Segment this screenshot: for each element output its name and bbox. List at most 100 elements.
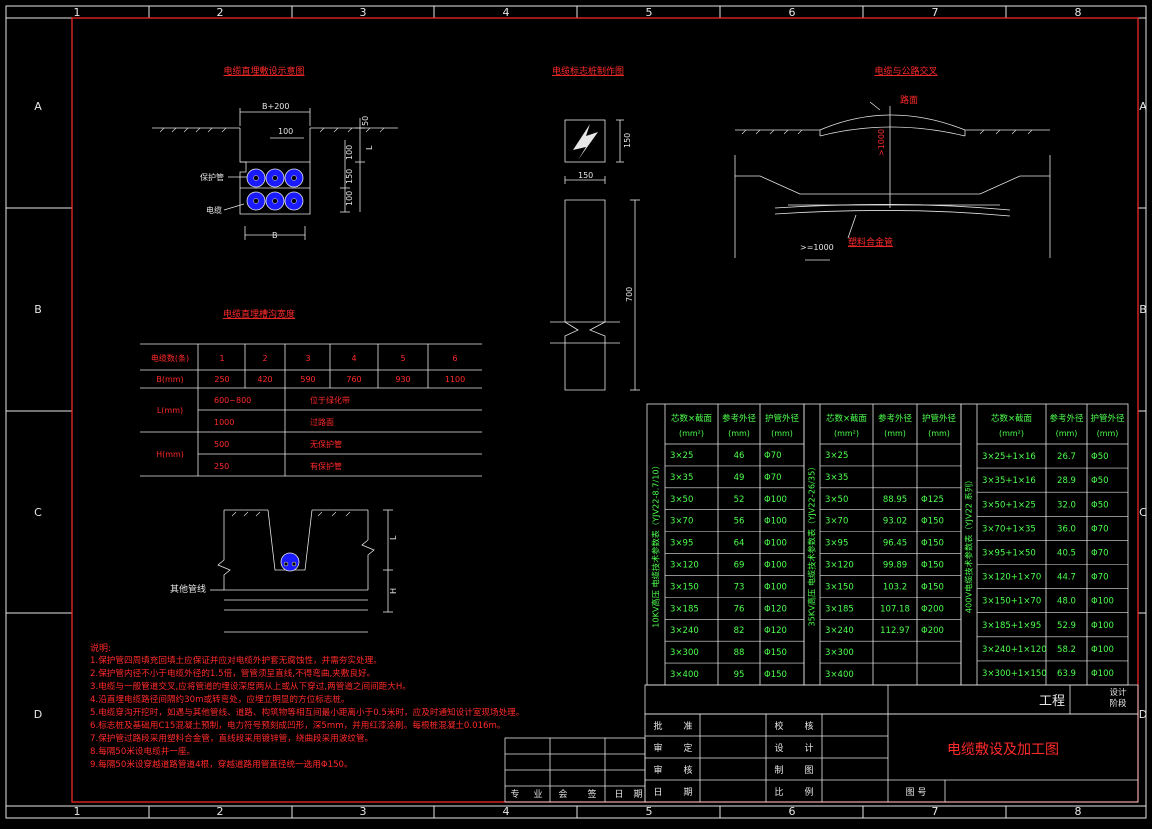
grid-col-4: 4 [503,6,510,19]
cable-table-cell: 3×25 [825,451,848,461]
grid-col-2: 2 [217,6,224,19]
cable-table-header: 芯数×截面 [826,413,868,424]
grid-col-7-bottom: 7 [932,805,939,818]
tb-mid-4b: 例 [804,786,813,798]
trench-width-4: 760 [346,375,361,384]
cable-table-cell: 3×185+1×95 [982,621,1041,631]
cable-table-cell: Φ150 [921,582,944,592]
cable-table-cell: 44.7 [1057,573,1076,583]
grid-col-8: 8 [1075,6,1082,19]
note-item: 1.保护管四周填充回填土应保证并应对电缆外护套无腐蚀性，并需夯实处理。 [90,654,382,666]
crossing-label-road: 路面 [900,94,918,106]
grid-col-2-bottom: 2 [217,805,224,818]
trench-count-5: 5 [400,354,405,363]
tb-mid-3b: 图 [804,765,813,776]
cable-table-cell: Φ150 [764,648,787,658]
cable-table-cell: Φ150 [921,517,944,527]
lightning-symbol [573,124,598,160]
tb-left-1a: 批 [653,720,662,732]
cable-table-unit: (mm) [728,429,750,438]
cable-table-header: 护管外径 [922,413,957,424]
trench-count-2: 2 [262,354,267,363]
title-block: 批 准 审 定 审 核 日 期 校 核 设 计 制 图 比 例 图 号 工程 设… [644,684,1139,803]
cable-table-cell: Φ120 [764,626,787,636]
cable-table-cell: 58.2 [1057,645,1076,655]
crossing-dim-L: L [389,535,398,540]
cable-table-cell: 3×35 [670,473,693,483]
tb-stage: 设计阶段 [1109,688,1127,709]
cable-table-cell: 3×120 [825,561,854,571]
cable-table-unit: (mm) [1056,429,1078,438]
crossing-title: 电缆与公路交叉 [874,65,937,77]
cable-table-cell: 3×400 [670,670,699,680]
cable-table-cell: Φ100 [1091,645,1114,655]
cable-table-cell: 112.97 [880,626,910,636]
burial-dim-50: 50 [361,116,370,126]
cable-table-cell: Φ150 [921,561,944,571]
grid-row-c-right: C [1139,506,1147,519]
sign-cell: 会 [558,788,567,800]
tb-drawing-no: 图 号 [906,787,927,798]
cable-table-cell: Φ70 [1091,573,1109,583]
grid-row-a-right: A [1139,100,1147,113]
burial-dim-top: B+200 [262,102,289,111]
cable-table-header: 参考外径 [878,413,913,424]
cable-table-cell: 3×95+1×50 [982,548,1036,558]
trench-L-desc-1: 位于绿化带 [310,395,350,405]
trench-width-table: 电缆直埋槽沟宽度 电缆数(条) 1 2 3 4 5 6 B(mm) 250 [140,308,482,477]
cable-table-cell: 52 [734,495,745,505]
grid-col-3-bottom: 3 [360,805,367,818]
cable-table-cell: 3×240 [825,626,854,636]
cable-table-cell: 3×25+1×16 [982,452,1036,462]
grid-col-6: 6 [789,6,796,19]
trench-L-value-1: 600~800 [214,396,251,405]
burial-dim-B: B [272,231,278,240]
burial-dim-L: L [365,145,374,150]
cable-table-cell: 3×240 [670,626,699,636]
tb-left-1b: 准 [683,721,692,732]
tb-mid-1b: 核 [804,720,813,732]
pipeline-crossing-diagram: 其他管线 L H [170,509,398,633]
cable-table-cell: Φ120 [764,604,787,614]
trench-width-2: 420 [257,375,272,384]
grid-row-d-right: D [1139,708,1147,721]
countersign-block: 专 业 会 签 日 期 [504,737,646,803]
trench-h-L: L(mm) [157,406,183,415]
grid-row-d: D [34,708,42,721]
note-item: 5.电缆穿沟开挖时，如遇与其他管线、道路、构筑物等相互间最小距离小于0.5米时，… [90,706,524,718]
trench-h-B: B(mm) [156,375,183,384]
grid-row-c: C [34,506,42,519]
burial-dim-v3: 100 [345,191,354,206]
cable-table-cell: 88.95 [883,495,907,505]
cable-table-cell: 64 [734,539,745,549]
cable-table-cell: Φ150 [764,670,787,680]
cable-table-cell: 93.02 [883,517,907,527]
cable-table-cell: 3×25 [670,451,693,461]
tb-project: 工程 [1039,694,1065,709]
tb-mid-1a: 校 [774,720,783,732]
trench-H-value-2: 250 [214,462,229,471]
trench-h-count: 电缆数(条) [151,353,189,363]
cable-table-cell: 3×150 [670,582,699,592]
cable-table-cell: 82 [734,626,745,636]
trench-width-3: 590 [300,375,315,384]
trench-count-1: 1 [219,354,224,363]
burial-dim-v1: 100 [345,145,354,160]
cable-table-cell: 32.0 [1057,500,1076,510]
sign-cell: 日 [614,789,623,800]
cable-table-unit: (mm) [928,429,950,438]
tb-left-3b: 核 [683,764,692,776]
cable-table-cell: 107.18 [880,604,910,614]
cable-table-cell: Φ200 [921,626,944,636]
cable-table-cell: 3×300+1×150 [982,669,1047,679]
sign-cell: 签 [587,788,596,800]
note-item: 7.保护管过路段采用塑料合金管，直线段采用镀锌管，绕曲段采用波纹管。 [90,732,373,744]
cable-table-cell: 3×150+1×70 [982,597,1041,607]
marker-title: 电缆标志桩制作图 [552,65,624,77]
trench-width-5: 930 [395,375,410,384]
sign-cell: 业 [533,789,542,800]
cable-table-cell: 3×50+1×25 [982,500,1036,510]
cable-table-cell: 3×185 [670,604,699,614]
cable-table-cell: 56 [734,517,745,527]
